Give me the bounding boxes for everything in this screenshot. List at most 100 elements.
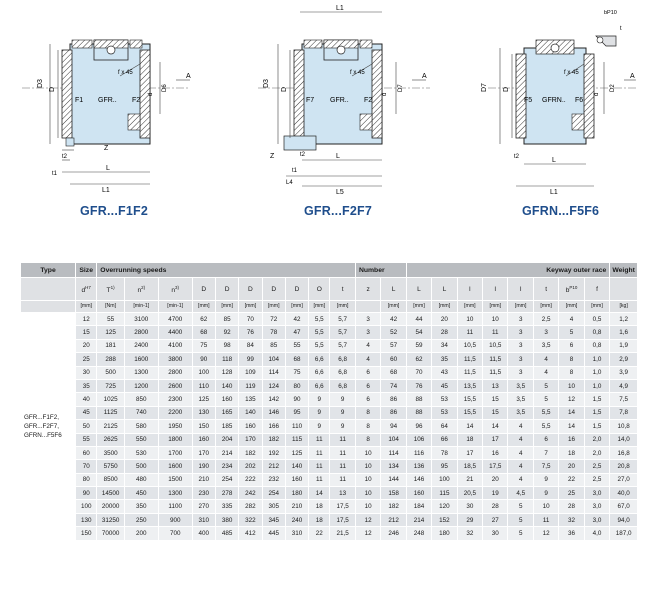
table-cell: 4700 bbox=[157, 311, 193, 327]
table-cell: 43 bbox=[431, 365, 458, 380]
table-cell: 5 bbox=[507, 499, 534, 514]
table-cell: 181 bbox=[96, 338, 125, 354]
type-cell: GFR...F1F2,GFR...F2F7,GFRN...F5F6 bbox=[19, 312, 77, 541]
table-cell: 150 bbox=[75, 526, 98, 541]
drawing-gfrn-f5f6: D7 D F5 GFRN.. F6 d D2 A f x 45 L1 L t2 … bbox=[481, 10, 636, 196]
label-d-bore: d bbox=[594, 93, 600, 96]
table-cell: 2,5 bbox=[532, 311, 560, 327]
table-cell: 114 bbox=[261, 365, 286, 380]
table-cell: 0,8 bbox=[583, 325, 611, 340]
table-cell: 14500 bbox=[96, 486, 125, 501]
column-symbol-text: l bbox=[519, 285, 522, 293]
table-cell: 187,0 bbox=[609, 526, 638, 541]
table-cell: 500 bbox=[96, 365, 125, 380]
table-cell: 67,0 bbox=[609, 499, 638, 514]
column-symbol: t bbox=[329, 277, 356, 301]
label-t1: t1 bbox=[52, 171, 58, 177]
column-unit: [mm] bbox=[507, 300, 534, 313]
table-cell: 1100 bbox=[157, 499, 193, 514]
table-cell: 11 bbox=[308, 432, 331, 447]
table-cell: 1,2 bbox=[609, 311, 638, 327]
table-cell: 3,5 bbox=[507, 405, 534, 421]
dimension-table: Type Size Overrunning speeds Number Keyw… bbox=[19, 262, 638, 541]
table-cell: 2200 bbox=[157, 405, 193, 421]
table-cell: 160 bbox=[238, 419, 263, 434]
label-f1: F1 bbox=[75, 97, 83, 104]
table-cell: 109 bbox=[238, 365, 263, 380]
table-cell: 6,8 bbox=[329, 365, 356, 380]
table-cell: 15 bbox=[482, 405, 509, 421]
label-f2: F2 bbox=[364, 97, 372, 104]
table-cell: 11 bbox=[329, 445, 356, 461]
table-cell: 182 bbox=[380, 499, 407, 514]
dimension-table-container: Type Size Overrunning speeds Number Keyw… bbox=[19, 262, 638, 541]
table-cell: 5,7 bbox=[329, 338, 356, 354]
table-cell: 5 bbox=[507, 512, 534, 528]
table-cell: 8500 bbox=[96, 472, 125, 488]
label-t2: t2 bbox=[514, 154, 520, 160]
table-cell: 60 bbox=[380, 352, 407, 367]
table-cell: 310 bbox=[191, 512, 216, 528]
table-cell: 14 bbox=[456, 419, 484, 434]
table-cell: 6 bbox=[354, 392, 382, 407]
table-cell: 10 bbox=[532, 499, 560, 514]
table-cell: 10 bbox=[354, 499, 382, 514]
table-cell: 9 bbox=[532, 472, 560, 488]
table-cell: 6 bbox=[354, 378, 382, 394]
drawing-gfr-f2f7: D3 D F7 GFR.. F2 d D7 A f x 45 L1 L t1 t… bbox=[258, 5, 430, 196]
label-a: A bbox=[186, 73, 191, 80]
table-cell: 150 bbox=[191, 419, 216, 434]
table-cell: 40 bbox=[75, 392, 98, 407]
table-cell: 15 bbox=[482, 392, 509, 407]
table-cell: 96 bbox=[405, 419, 433, 434]
table-cell: 8 bbox=[354, 419, 382, 434]
header-size: Size bbox=[75, 262, 98, 278]
table-cell: 5,5 bbox=[308, 338, 331, 354]
table-cell: 190 bbox=[191, 459, 216, 474]
table-cell: 28 bbox=[558, 499, 585, 514]
table-cell: 42 bbox=[284, 311, 310, 327]
table-cell: 412 bbox=[238, 526, 263, 541]
table-cell: 3,9 bbox=[609, 365, 638, 380]
label-d2: D2 bbox=[610, 84, 616, 92]
column-unit: [mm] bbox=[261, 300, 286, 313]
table-cell: 53 bbox=[431, 392, 458, 407]
table-cell: 4 bbox=[507, 432, 534, 447]
table-cell: 90 bbox=[191, 352, 216, 367]
label-f2: F2 bbox=[132, 97, 140, 104]
table-cell: 14 bbox=[558, 419, 585, 434]
table-cell: 20,8 bbox=[609, 459, 638, 474]
table-cell: 90 bbox=[284, 392, 310, 407]
table-cell: 11,5 bbox=[456, 352, 484, 367]
table-cell: 5,5 bbox=[308, 311, 331, 327]
table-cell: 18 bbox=[456, 432, 484, 447]
column-symbol-text: l bbox=[494, 285, 496, 293]
table-cell: 530 bbox=[123, 445, 159, 461]
table-cell: 11 bbox=[308, 445, 331, 461]
table-cell: 725 bbox=[96, 378, 125, 394]
table-cell: 7,8 bbox=[609, 405, 638, 421]
label-d7: D7 bbox=[398, 84, 404, 92]
table-cell: 222 bbox=[238, 472, 263, 488]
table-cell: 22 bbox=[558, 472, 585, 488]
table-cell: 28 bbox=[482, 499, 509, 514]
table-cell: 74 bbox=[380, 378, 407, 394]
header-keyway-outer-race: Keyway outer race bbox=[405, 262, 611, 278]
table-cell: 2,0 bbox=[583, 445, 611, 461]
table-cell: 288 bbox=[96, 352, 125, 367]
table-cell: 1300 bbox=[157, 486, 193, 501]
table-cell: 130 bbox=[191, 405, 216, 421]
header-type: Type bbox=[19, 262, 77, 278]
table-cell: 240 bbox=[284, 512, 310, 528]
table-cell: 20 bbox=[75, 338, 98, 354]
table-cell: 1025 bbox=[96, 392, 125, 407]
table-cell: 18 bbox=[558, 445, 585, 461]
table-cell: 7 bbox=[532, 445, 560, 461]
table-cell: 13 bbox=[329, 486, 356, 501]
table-cell: 160 bbox=[405, 486, 433, 501]
table-cell: 4400 bbox=[157, 325, 193, 340]
